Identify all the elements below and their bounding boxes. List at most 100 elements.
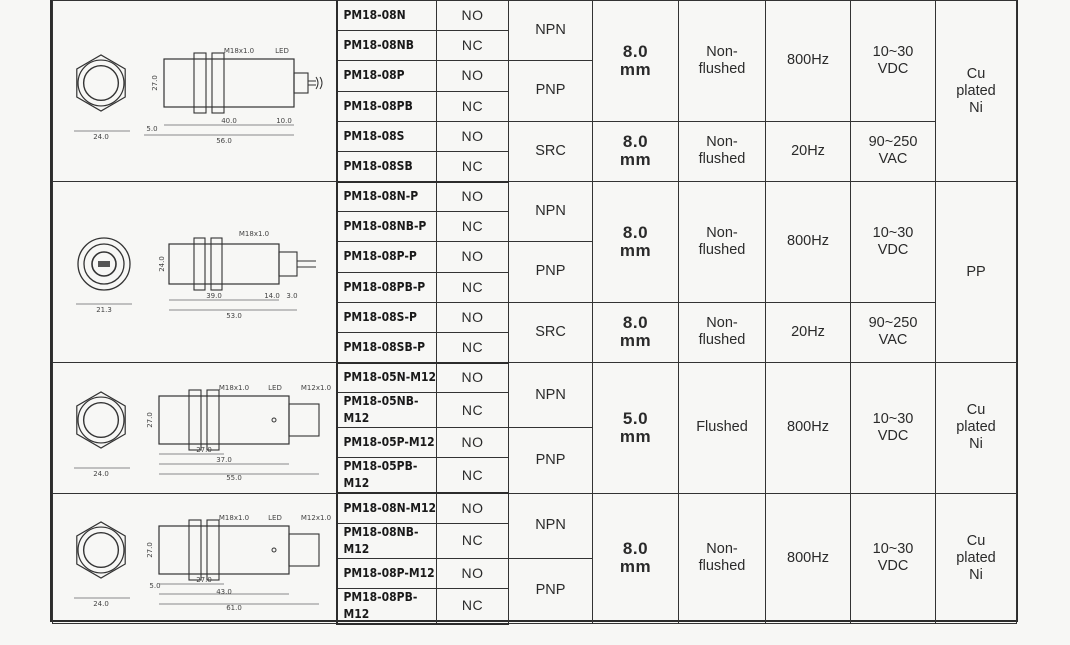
switching-frequency: 800Hz bbox=[765, 181, 851, 303]
model-number: PM18-08NB bbox=[336, 30, 437, 61]
switching-frequency: 20Hz bbox=[765, 120, 851, 182]
output-type: PNP bbox=[508, 557, 593, 624]
dim-label: LED bbox=[275, 47, 289, 55]
model-number: PM18-08S bbox=[336, 120, 437, 152]
model-number: PM18-08N bbox=[336, 0, 437, 31]
mounting-type: Non-flushed bbox=[678, 120, 766, 182]
mounting-type: Non-flushed bbox=[678, 181, 766, 303]
dim-label: 3.0 bbox=[287, 292, 298, 300]
contact-type: NC bbox=[436, 522, 509, 559]
dim-label: M18x1.0 bbox=[219, 514, 249, 522]
contact-type: NC bbox=[436, 587, 509, 625]
output-type: NPN bbox=[508, 0, 593, 61]
dim-label: 21.3 bbox=[96, 306, 112, 314]
contact-type: NC bbox=[436, 392, 509, 428]
contact-type: NC bbox=[436, 151, 509, 183]
output-type: PNP bbox=[508, 241, 593, 303]
mounting-type: Flushed bbox=[678, 362, 766, 494]
dim-label: 55.0 bbox=[226, 474, 242, 482]
model-number: PM18-08N-M12 bbox=[336, 492, 437, 524]
dim-label: 56.0 bbox=[216, 137, 232, 145]
dim-label: M18x1.0 bbox=[219, 384, 249, 392]
model-number: PM18-08P bbox=[336, 60, 437, 92]
contact-type: NC bbox=[436, 457, 509, 494]
dim-label: M12x1.0 bbox=[301, 514, 331, 522]
output-type: SRC bbox=[508, 120, 593, 182]
dim-label: 39.0 bbox=[206, 292, 222, 300]
output-type: SRC bbox=[508, 301, 593, 363]
model-number: PM18-08PB-P bbox=[336, 271, 437, 303]
dim-label: LED bbox=[268, 514, 282, 522]
table-row: 21.3 M18x1.0 24.0 39.0 14.0 3.0 53.0 PM18-08N-P… bbox=[52, 181, 1017, 363]
dim-label: 14.0 bbox=[264, 292, 280, 300]
contact-type: NO bbox=[436, 0, 509, 31]
dim-label: 37.0 bbox=[216, 456, 232, 464]
contact-type: NC bbox=[436, 332, 509, 364]
contact-type: NO bbox=[436, 362, 509, 393]
contact-type: NO bbox=[436, 557, 509, 589]
model-number: PM18-08PB-M12 bbox=[336, 587, 437, 625]
dim-label: 27.0 bbox=[146, 542, 154, 558]
switching-frequency: 800Hz bbox=[765, 362, 851, 494]
housing-material: PP bbox=[935, 181, 1017, 363]
model-number: PM18-08P-P bbox=[336, 241, 437, 273]
dim-label: 27.0 bbox=[151, 75, 159, 91]
mounting-type: Non-flushed bbox=[678, 0, 766, 122]
mounting-type: Non-flushed bbox=[678, 492, 766, 624]
model-number: PM18-08NB-M12 bbox=[336, 522, 437, 559]
dim-label: 40.0 bbox=[221, 117, 237, 125]
contact-type: NO bbox=[436, 120, 509, 152]
dim-label: 27.0 bbox=[196, 576, 212, 584]
model-number: PM18-08SB-P bbox=[336, 332, 437, 364]
contact-type: NO bbox=[436, 492, 509, 524]
contact-type: NO bbox=[436, 241, 509, 273]
model-number: PM18-08N-P bbox=[336, 181, 437, 212]
dim-label: 61.0 bbox=[226, 604, 242, 612]
output-type: PNP bbox=[508, 60, 593, 122]
output-type: NPN bbox=[508, 492, 593, 559]
output-type: NPN bbox=[508, 362, 593, 428]
drawing-cell: 21.3 M18x1.0 24.0 39.0 14.0 3.0 53.0 bbox=[52, 181, 338, 363]
model-number: PM18-08PB bbox=[336, 90, 437, 122]
contact-type: NC bbox=[436, 90, 509, 122]
model-number: PM18-05NB-M12 bbox=[336, 392, 437, 428]
dim-label: LED bbox=[268, 384, 282, 392]
model-number: PM18-05PB-M12 bbox=[336, 457, 437, 494]
switching-frequency: 20Hz bbox=[765, 301, 851, 363]
dim-label: 24.0 bbox=[93, 600, 109, 608]
dim-label: M18x1.0 bbox=[239, 230, 269, 238]
dim-label: 24.0 bbox=[158, 256, 166, 272]
dim-label: M12x1.0 bbox=[301, 384, 331, 392]
switching-frequency: 800Hz bbox=[765, 0, 851, 122]
dim-label: 10.0 bbox=[276, 117, 292, 125]
dim-label: 53.0 bbox=[226, 312, 242, 320]
sensor-dimension-drawing: 21.3 M18x1.0 24.0 39.0 14.0 3.0 53.0 bbox=[76, 230, 317, 320]
dim-label: 27.0 bbox=[146, 412, 154, 428]
model-number: PM18-08NB-P bbox=[336, 211, 437, 242]
